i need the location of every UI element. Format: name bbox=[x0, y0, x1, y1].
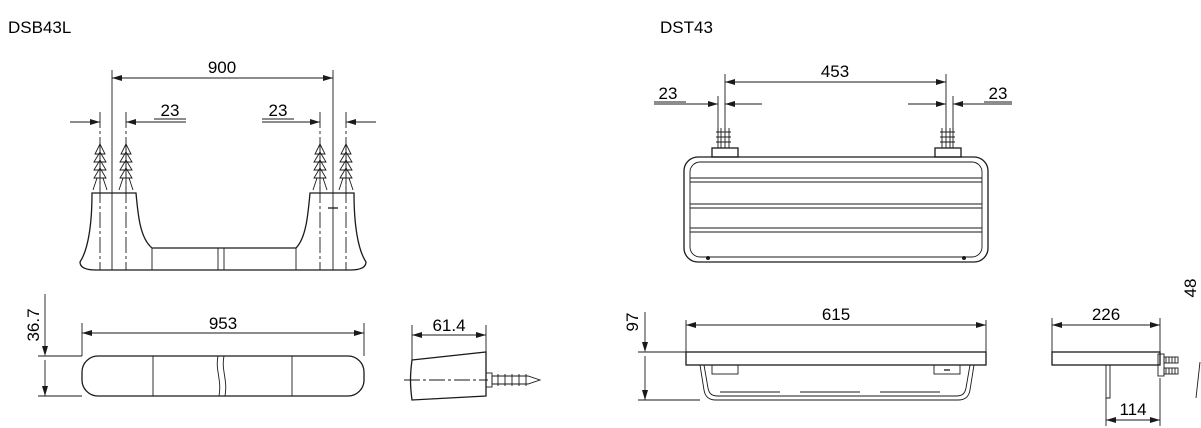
dst43-side-height-dimension: 48 bbox=[1181, 279, 1200, 298]
dsb43l-height-dimension: 36.7 bbox=[24, 308, 43, 341]
dsb43l-title: DSB43L bbox=[8, 18, 71, 37]
dsb43l-drawing: DSB43L 900 23 23 bbox=[8, 18, 542, 401]
dsb43l-front-view: 900 23 23 bbox=[70, 58, 376, 271]
wall-screw-icon bbox=[1163, 356, 1179, 364]
dst43-top-view: 453 23 23 bbox=[654, 62, 1012, 263]
dsb43l-spacing-dimension: 900 bbox=[208, 58, 236, 77]
dst43-front-view: 97 615 bbox=[623, 305, 987, 401]
dsb43l-side-view: 61.4 bbox=[404, 316, 542, 401]
wall-anchor-icon bbox=[312, 143, 328, 191]
dst43-mount-depth-dimension: 114 bbox=[1119, 400, 1146, 419]
dst43-depth-dimension: 226 bbox=[1092, 305, 1120, 324]
dst43-spacing-dimension: 453 bbox=[821, 62, 849, 81]
wall-anchor-icon bbox=[118, 143, 134, 191]
wall-screw-icon bbox=[1163, 367, 1179, 375]
dsb43l-length-dimension: 953 bbox=[209, 314, 237, 333]
wall-anchor-icon bbox=[338, 143, 354, 191]
dst43-height-dimension: 97 bbox=[623, 313, 642, 332]
wall-anchor-icon bbox=[92, 143, 108, 191]
wall-anchor-icon bbox=[940, 128, 955, 148]
dst43-right-offset-dimension: 23 bbox=[989, 84, 1008, 103]
dst43-title: DST43 bbox=[660, 18, 713, 37]
dst43-side-view: 48 226 114 bbox=[1051, 279, 1201, 426]
dsb43l-depth-dimension: 61.4 bbox=[432, 316, 465, 335]
dsb43l-bottom-view: 36.7 953 bbox=[24, 294, 365, 397]
dsb43l-left-offset-dimension: 23 bbox=[161, 101, 180, 120]
wall-anchor-icon bbox=[716, 128, 731, 148]
dst43-length-dimension: 615 bbox=[822, 305, 850, 324]
dst43-left-offset-dimension: 23 bbox=[659, 84, 678, 103]
dsb43l-right-offset-dimension: 23 bbox=[269, 101, 288, 120]
dst43-drawing: DST43 453 23 23 bbox=[623, 18, 1201, 426]
